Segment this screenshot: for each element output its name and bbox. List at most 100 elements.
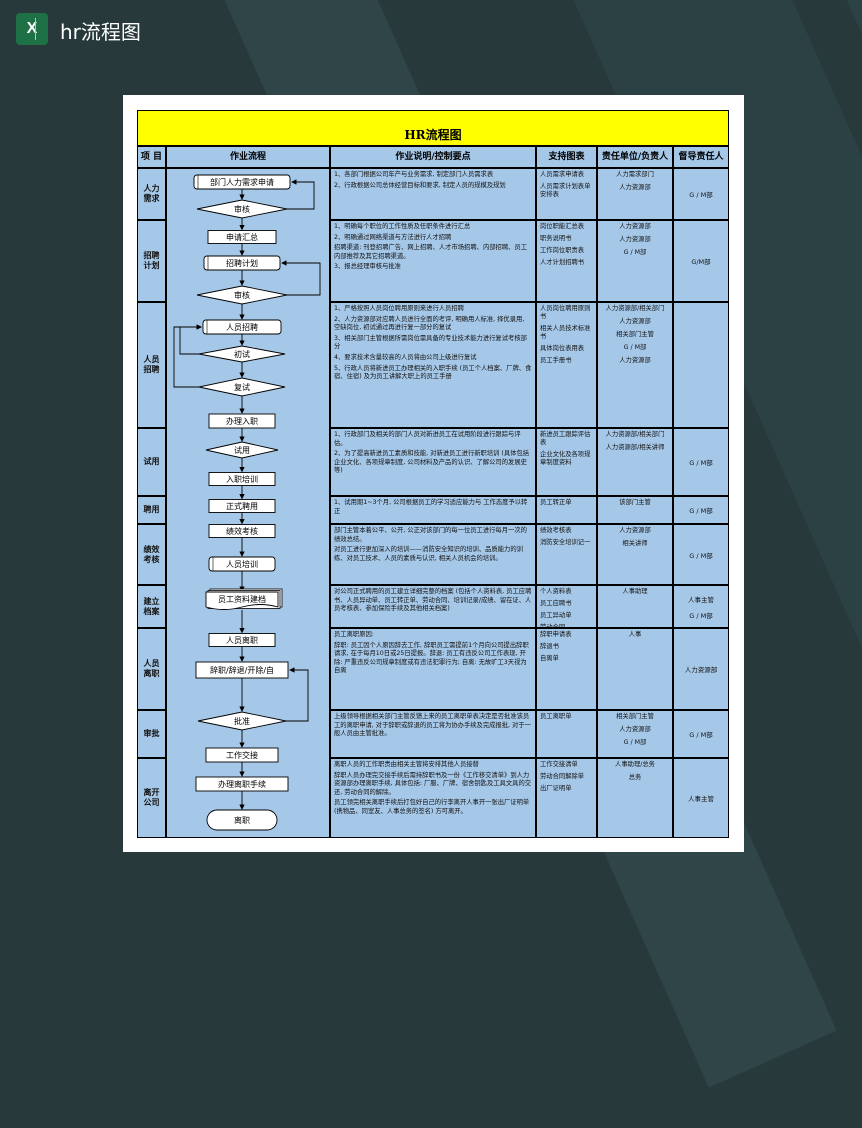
supervisor-name: 人力资源部 bbox=[684, 666, 718, 674]
documents-cell: 新进员工跟踪评估表企业文化及各项规章制度资料 bbox=[536, 428, 597, 496]
responsible-cell: 人事 bbox=[597, 628, 673, 710]
flow-step-label: 申请汇总 bbox=[226, 232, 258, 242]
supervisor-cell: G / M部 bbox=[673, 168, 729, 220]
responsible-cell: 人事助理 bbox=[597, 585, 673, 628]
supervisor-name: G / M部 bbox=[689, 731, 713, 739]
stage-label: 离开公司 bbox=[137, 758, 166, 838]
flow-decision-shape bbox=[196, 285, 288, 305]
supervisor-cell: 人事主管 bbox=[673, 758, 729, 838]
flow-step-label: 复试 bbox=[234, 382, 250, 392]
description-cell: 1、行政部门及相关的部门人员对新进员工在试用阶段进行跟踪与评估。2、为了提高新进… bbox=[330, 428, 536, 496]
flow-document-shape bbox=[205, 591, 279, 610]
description-text: 对员工进行更加深入的培训——消防安全知识的培训、品质能力的训练、对员工技术、人员… bbox=[334, 546, 523, 562]
supervisor-cell: G / M部 bbox=[673, 496, 729, 524]
flow-step-label: 入职培训 bbox=[226, 474, 258, 484]
flow-connector bbox=[179, 324, 202, 355]
responsible-name: 人力资源部 bbox=[619, 236, 651, 243]
description-cell: 部门主管本着公平、公开, 公正对该部门的每一位员工进行每月一次的绩效总结。对员工… bbox=[330, 524, 536, 585]
responsible-cell: 人力需求部门人力资源部 bbox=[597, 168, 673, 220]
flow-step-label: 办理离职手续 bbox=[218, 779, 266, 789]
responsible-name: 该部门主管 bbox=[619, 499, 651, 506]
description-text: 员工领完相关离职手续后打包好自己的行李离开人事开一张出厂证明单 (携物品、同室友… bbox=[334, 799, 530, 815]
stage-label: 审批 bbox=[137, 710, 166, 758]
flow-step-label: 离职 bbox=[234, 815, 250, 825]
documents-cell: 岗位职能汇总表职务说明书工作岗位职责表人才计划招聘书 bbox=[536, 220, 597, 302]
flow-connector bbox=[287, 179, 315, 210]
supervisor-name: G / M部 bbox=[689, 191, 713, 199]
description-text: 辞职人员办理完交接手续后需持辞职书及一份《工作移交清单》到人力资源部办理离职手续… bbox=[334, 771, 532, 796]
flow-process-shape bbox=[208, 556, 276, 572]
description-text: 对公司正式聘用的员工建立详细完整的档案 (包括个人资料表, 员工应聘书、人员异动… bbox=[334, 588, 532, 613]
flow-process-shape bbox=[208, 524, 276, 538]
flow-process-shape bbox=[208, 633, 276, 647]
description-text: 1、行政部门及相关的部门人员对新进员工在试用阶段进行跟踪与评估。 bbox=[334, 431, 521, 447]
document-name: 出厂证明单 bbox=[540, 785, 572, 792]
flow-step-label: 工作交接 bbox=[226, 750, 258, 760]
supervisor-name: 人事主管 bbox=[688, 595, 714, 604]
flow-connector bbox=[173, 324, 202, 388]
flow-step-label: 人员招聘 bbox=[226, 322, 258, 332]
supervisor-name: 人事主管 bbox=[688, 795, 714, 803]
flow-decision-shape bbox=[198, 345, 286, 363]
responsible-name: 人力资源部/相关部门 bbox=[605, 431, 665, 438]
flow-process-shape bbox=[208, 499, 276, 513]
responsible-name: 人力资源部 bbox=[619, 726, 651, 733]
responsible-name: G / M部 bbox=[623, 739, 647, 746]
flowchart: 部门人力需求申请审核申请汇总招聘计划审核人员招聘初试复试办理入职试用入职培训正式… bbox=[173, 174, 321, 831]
flow-decision-shape bbox=[196, 199, 288, 219]
document-name: 员工离职单 bbox=[540, 713, 572, 720]
description-text: 5、行政人员将新进员工办理相关的入职手续 (员工个人档案、厂牌、食宿、住宿) 及… bbox=[334, 364, 532, 381]
document-name: 辞退书 bbox=[540, 643, 559, 650]
document-name: 员工转正单 bbox=[540, 499, 572, 506]
flow-process-shape bbox=[195, 776, 289, 792]
description-text: 2、明确通过网络渠道与方法进行人才招聘 bbox=[334, 233, 452, 241]
sheet-title: HR流程图 bbox=[404, 128, 462, 142]
responsible-cell: 人力资源部/相关部门人力资源部/相关讲师 bbox=[597, 428, 673, 496]
description-cell: 离职人员的工作职责由相关主管将安排其他人员接替辞职人员办理完交接手续后需持辞职书… bbox=[330, 758, 536, 838]
responsible-name: 相关部门主管 bbox=[616, 713, 654, 720]
sheet-title-row: HR流程图 bbox=[137, 110, 729, 146]
responsible-name: 人力资源部 bbox=[619, 184, 651, 191]
description-text: 1、明确每个职位的工作性质及任职条件进行汇总 bbox=[334, 223, 471, 230]
documents-cell: 人员岗位聘用原则书相关人员技术标准书具体岗位表用表员工手册书 bbox=[536, 302, 597, 428]
description-text: 3、相关部门主管根据所需岗位需具备的专业技术能力进行复试考核部分 bbox=[334, 334, 527, 351]
responsible-name: 人力资源部 bbox=[619, 357, 651, 364]
flow-decision-shape bbox=[197, 711, 287, 731]
responsible-name: G / M部 bbox=[623, 249, 647, 256]
document-name: 具体岗位表用表 bbox=[540, 345, 585, 352]
stage-label: 建立档案 bbox=[137, 585, 166, 628]
flow-step-label: 辞职/辞退/开除/自 bbox=[210, 665, 274, 675]
document-name: 工作交接清单 bbox=[540, 761, 578, 768]
flow-process-shape bbox=[205, 747, 279, 763]
description-text: 1、试用期1~3个月, 公司根据员工的学习适应能力与 工作态度予以转正 bbox=[334, 499, 528, 515]
title-bar: X hr流程图 bbox=[0, 0, 862, 58]
stage-label: 人员招聘 bbox=[137, 302, 166, 428]
stage-label: 绩效考核 bbox=[137, 524, 166, 585]
description-text: 3、报总经理审核与批准 bbox=[334, 263, 401, 271]
documents-cell: 员工转正单 bbox=[536, 496, 597, 524]
flow-step-label: 人员离职 bbox=[226, 635, 258, 645]
flow-step-label: 绩效考核 bbox=[226, 526, 258, 536]
document-name: 自离单 bbox=[540, 655, 559, 662]
description-text: 员工离职原因: bbox=[334, 631, 374, 638]
flow-step-label: 审核 bbox=[234, 204, 250, 214]
header-description: 作业说明/控制要点 bbox=[330, 146, 536, 168]
supervisor-cell bbox=[673, 302, 729, 428]
flow-step-label: 办理入职 bbox=[226, 416, 258, 426]
flow-terminal-shape bbox=[206, 809, 278, 831]
flow-step-label: 招聘计划 bbox=[226, 258, 258, 268]
flow-process-shape bbox=[203, 255, 281, 271]
app-title: hr流程图 bbox=[60, 20, 141, 44]
document-name: 消防安全培训记一 bbox=[540, 539, 591, 546]
flow-process-shape bbox=[202, 319, 282, 335]
supervisor-name: G / M部 bbox=[689, 507, 713, 515]
responsible-name: G / M部 bbox=[623, 344, 647, 351]
flow-step-label: 员工资料建档 bbox=[218, 594, 266, 604]
document-name: 职务说明书 bbox=[540, 235, 572, 242]
document-name: 劳动合同 bbox=[540, 624, 566, 628]
description-text: 4、要求技术含量较高的人员将由公司上级进行复试 bbox=[334, 353, 477, 361]
responsible-name: 人力资源部 bbox=[619, 223, 651, 230]
supervisor-cell: G / M部 bbox=[673, 524, 729, 585]
